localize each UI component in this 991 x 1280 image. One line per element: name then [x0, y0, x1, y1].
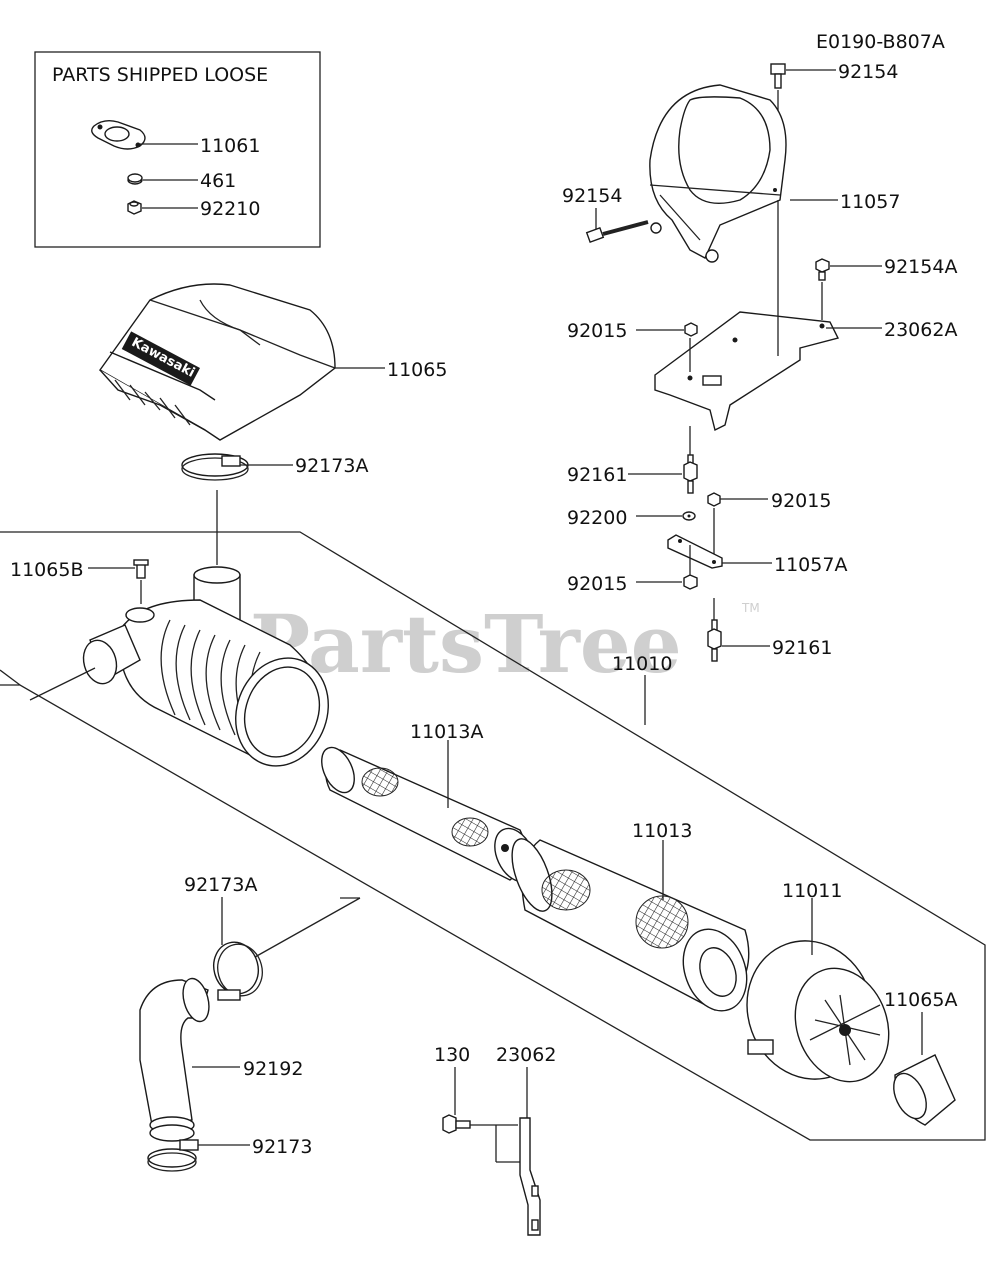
valve-11065A[interactable] [887, 1054, 956, 1126]
cap-11011[interactable] [728, 923, 904, 1097]
bracket-11057A[interactable] [667, 534, 723, 569]
label-92192[interactable]: 92192 [243, 1058, 303, 1080]
label-92154-top[interactable]: 92154 [838, 61, 898, 83]
pin-11065B[interactable] [133, 559, 149, 579]
label-23062[interactable]: 23062 [496, 1044, 556, 1066]
hose-92192[interactable] [139, 976, 213, 1142]
clamp-92173[interactable] [147, 1139, 199, 1172]
washer-92200[interactable] [682, 511, 696, 521]
label-92210[interactable]: 92210 [200, 198, 260, 220]
bracket-23062[interactable] [519, 1117, 541, 1236]
stud-92161-a[interactable] [683, 454, 698, 494]
air-cleaner-housing[interactable] [79, 566, 343, 779]
label-11057[interactable]: 11057 [840, 191, 900, 213]
cover-11065[interactable]: Kawasaki [98, 283, 336, 441]
label-92154-left[interactable]: 92154 [562, 185, 622, 207]
label-92173A-bottom[interactable]: 92173A [184, 874, 257, 896]
label-92161-b[interactable]: 92161 [772, 637, 832, 659]
nut-92210[interactable] [127, 200, 142, 215]
nut-92015-c[interactable] [683, 574, 698, 590]
gasket-11061[interactable] [91, 119, 146, 150]
clamp-92173A-top[interactable] [181, 453, 249, 481]
stud-92161-b[interactable] [707, 619, 722, 662]
label-11010[interactable]: 11010 [612, 653, 672, 675]
loose-box-title: PARTS SHIPPED LOOSE [52, 64, 268, 86]
watermark: PartsTree [250, 597, 682, 691]
bracket-11057[interactable] [649, 84, 787, 263]
label-11013A[interactable]: 11013A [410, 721, 483, 743]
label-11011[interactable]: 11011 [782, 880, 842, 902]
label-130[interactable]: 130 [434, 1044, 470, 1066]
label-92200[interactable]: 92200 [567, 507, 627, 529]
bolt-92154-top[interactable] [770, 63, 786, 89]
diagram-code: E0190-B807A [816, 31, 945, 53]
label-11061[interactable]: 11061 [200, 135, 260, 157]
label-92015-c[interactable]: 92015 [567, 573, 627, 595]
label-23062A[interactable]: 23062A [884, 319, 957, 341]
label-11065B[interactable]: 11065B [10, 559, 83, 581]
label-461[interactable]: 461 [200, 170, 236, 192]
plate-23062A[interactable] [654, 311, 840, 432]
label-92161-a[interactable]: 92161 [567, 464, 627, 486]
label-92173A-top[interactable]: 92173A [295, 455, 368, 477]
label-92015-b[interactable]: 92015 [771, 490, 831, 512]
washer-461[interactable] [127, 173, 143, 185]
filter-11013[interactable] [504, 834, 758, 1020]
filter-11013A[interactable] [315, 742, 543, 888]
label-11013[interactable]: 11013 [632, 820, 692, 842]
watermark-tm: TM [741, 601, 760, 615]
parts-shipped-loose-box: PARTS SHIPPED LOOSE 11061 461 92210 [34, 51, 321, 248]
label-11065A[interactable]: 11065A [884, 989, 957, 1011]
label-92173[interactable]: 92173 [252, 1136, 312, 1158]
nut-92015-b[interactable] [707, 492, 721, 507]
bolt-92154-left[interactable] [585, 220, 649, 243]
label-92154A[interactable]: 92154A [884, 256, 957, 278]
bolt-92154A[interactable] [815, 258, 830, 281]
nut-92015-a[interactable] [684, 322, 698, 337]
clamp-92173A-bottom[interactable] [208, 937, 268, 1001]
label-11057A[interactable]: 11057A [774, 554, 847, 576]
label-92015-a[interactable]: 92015 [567, 320, 627, 342]
label-11065[interactable]: 11065 [387, 359, 447, 381]
bolt-130[interactable] [442, 1114, 471, 1134]
